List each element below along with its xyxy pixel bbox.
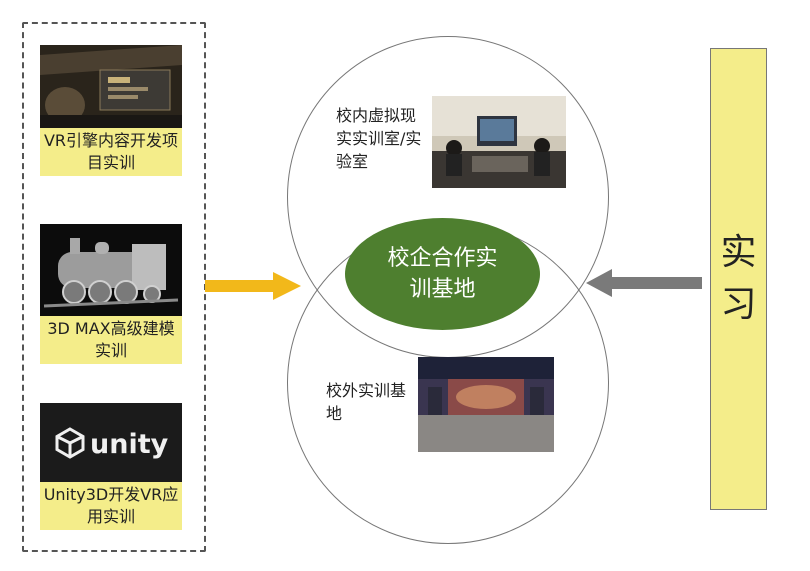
right-arrow-icon <box>205 272 301 300</box>
vr-lab-photo <box>432 96 566 188</box>
internship-char-2: 习 <box>720 284 757 325</box>
internship-char-1: 实 <box>720 232 757 273</box>
unity-logo-image: unity <box>40 403 182 482</box>
bottom-circle-label: 校外实训基地 <box>326 381 407 423</box>
vr-scene-graphic <box>40 45 182 128</box>
unity-logo-text: unity <box>90 429 169 460</box>
top-circle-label: 校内虚拟现实实训室/实验室 <box>336 106 422 171</box>
card-3dmax: 3D MAX高级建模实训 <box>40 224 182 364</box>
external-base-photo <box>418 357 554 452</box>
vr-engine-screenshot <box>40 45 182 128</box>
unity-logo-icon <box>55 427 85 459</box>
card-label: 3D MAX高级建模实训 <box>40 316 182 364</box>
hub-label: 校企合作实训基地 <box>387 246 498 302</box>
internship-bar: 实 习 <box>710 48 767 510</box>
card-label: VR引擎内容开发项目实训 <box>40 128 182 176</box>
card-unity: unity Unity3D开发VR应用实训 <box>40 403 182 530</box>
card-label: Unity3D开发VR应用实训 <box>40 482 182 530</box>
train-model-icon <box>40 224 182 316</box>
hub-ellipse: 校企合作实训基地 <box>345 218 540 330</box>
left-arrow-icon <box>586 269 702 297</box>
card-vr-engine: VR引擎内容开发项目实训 <box>40 45 182 176</box>
